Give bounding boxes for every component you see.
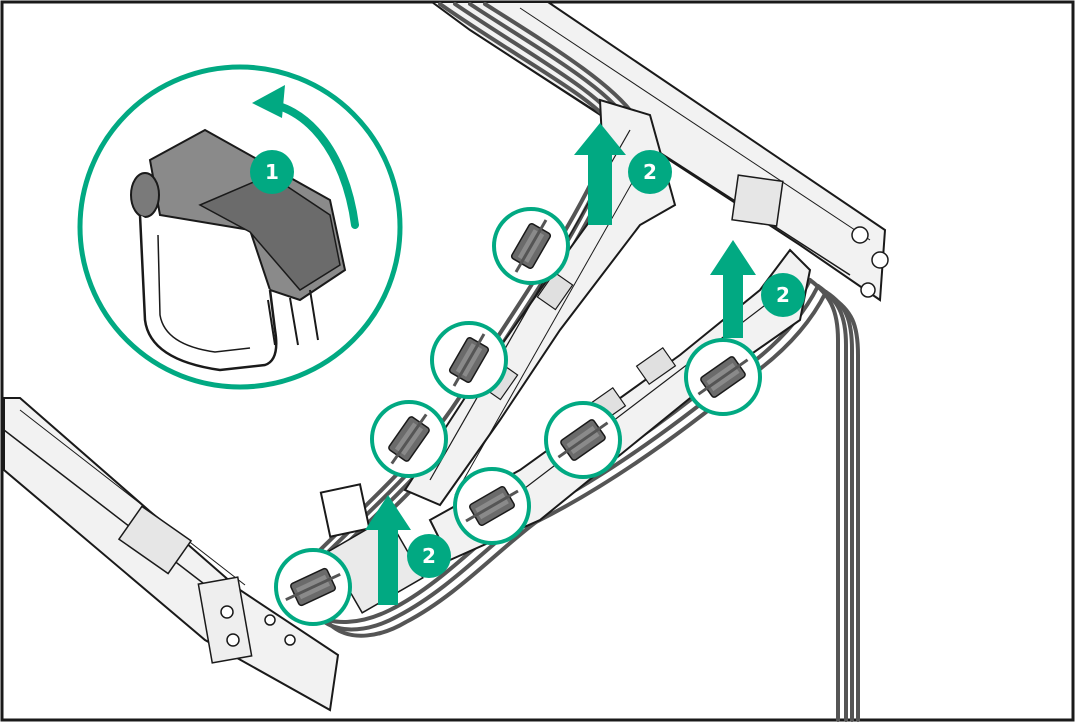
svg-text:2: 2	[643, 160, 657, 184]
svg-text:2: 2	[776, 283, 790, 307]
callout-step-2-bottom: 2	[407, 534, 451, 578]
cable-clips	[285, 219, 749, 607]
latch-detail-inset	[77, 64, 403, 390]
clip	[557, 419, 609, 461]
up-arrow-icon	[710, 240, 756, 338]
callout-step-1: 1	[250, 150, 294, 194]
callout-step-2-right: 2	[761, 273, 805, 317]
clip	[388, 413, 430, 465]
callout-step-2-top: 2	[628, 150, 672, 194]
up-arrows	[365, 123, 756, 605]
clip	[285, 567, 341, 607]
up-arrow-icon	[365, 495, 411, 605]
svg-text:1: 1	[265, 160, 279, 184]
clip	[697, 356, 749, 398]
left-rail	[3, 397, 340, 712]
up-arrow-icon	[574, 123, 626, 225]
clip	[465, 485, 519, 527]
clip	[448, 333, 490, 387]
cable-bundle	[299, 2, 860, 722]
svg-text:2: 2	[422, 544, 436, 568]
clip	[510, 219, 552, 273]
